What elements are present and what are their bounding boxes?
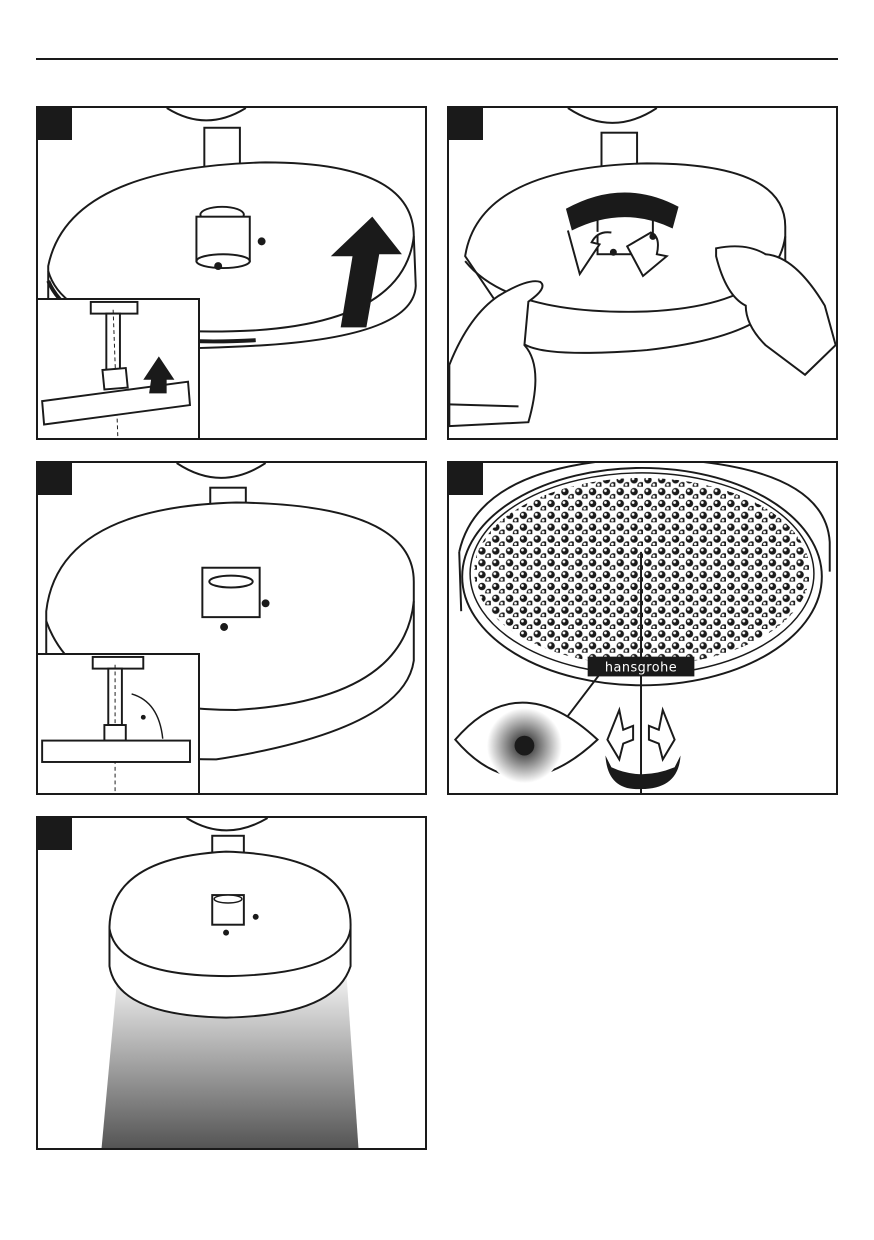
step-panel-3 (36, 461, 427, 795)
shower-head-rotate-illustration (449, 108, 836, 428)
shower-head-running-illustration (101, 818, 359, 1148)
step-number-tab (449, 108, 483, 140)
step-panel-1 (36, 106, 427, 440)
brand-logo-plate: hansgrohe (587, 656, 695, 677)
rotate-arrows-icon (605, 706, 681, 790)
step-panel-4: hansgrohe (447, 461, 838, 795)
step-panel-5 (36, 816, 427, 1150)
detail-inset (38, 298, 200, 438)
rotate-arrows-icon (565, 192, 679, 278)
lift-arrow-icon (330, 216, 402, 328)
level-angle-icon (131, 693, 164, 739)
step-panel-2 (447, 106, 838, 440)
lift-arrow-icon (143, 356, 175, 394)
water-spray-icon (101, 976, 359, 1148)
step-number-tab (449, 463, 483, 495)
step-number-tab (38, 463, 72, 495)
shower-head-spray-face-illustration: hansgrohe (453, 463, 831, 793)
step-number-tab (38, 108, 72, 140)
brand-logo-text: hansgrohe (605, 660, 677, 675)
step-number-tab (38, 818, 72, 850)
eye-icon (453, 701, 599, 784)
header-rule (36, 58, 838, 60)
detail-inset (38, 653, 200, 793)
